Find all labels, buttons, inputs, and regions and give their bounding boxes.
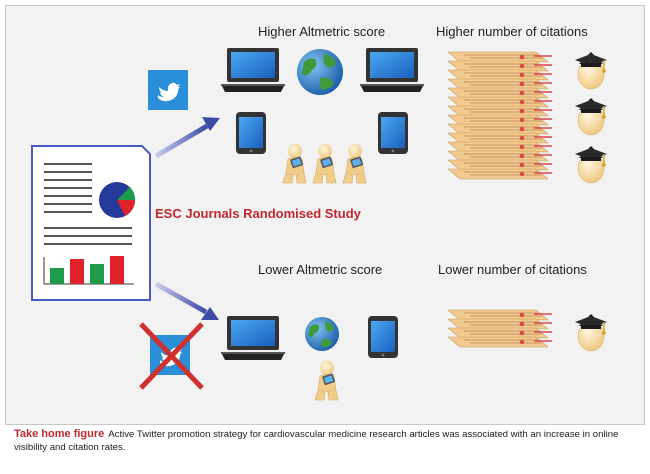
bar-graphic bbox=[43, 256, 134, 285]
globe-icon bbox=[297, 49, 343, 95]
citation-paper-stack bbox=[447, 51, 553, 180]
reading-person-icon bbox=[314, 360, 339, 401]
reading-person-icon bbox=[282, 143, 307, 184]
higher-altmetric-label: Higher Altmetric score bbox=[258, 24, 386, 39]
lower-arrow bbox=[154, 281, 219, 320]
citation-paper-stack bbox=[447, 309, 553, 348]
research-article-icon bbox=[31, 145, 151, 301]
caption-text: Active Twitter promotion strategy for ca… bbox=[14, 429, 619, 453]
tablet-icon bbox=[236, 112, 266, 154]
graduation-head-icon bbox=[574, 97, 608, 136]
pie-graphic bbox=[99, 182, 136, 218]
cross-out-icon bbox=[139, 322, 204, 390]
reading-person-icon bbox=[342, 143, 367, 184]
laptop-icon bbox=[360, 48, 424, 92]
graduation-head-icon bbox=[574, 145, 608, 184]
tablet-icon bbox=[378, 112, 408, 154]
upper-arrow bbox=[154, 117, 220, 159]
caption-heading: Take home figure bbox=[14, 428, 105, 440]
laptop-icon bbox=[221, 316, 285, 360]
reading-person-icon bbox=[312, 143, 337, 184]
tablet-icon bbox=[368, 316, 398, 358]
laptop-icon bbox=[221, 48, 285, 92]
study-title: ESC Journals Randomised Study bbox=[155, 206, 361, 221]
higher-citations-label: Higher number of citations bbox=[436, 24, 588, 39]
graduation-head-icon bbox=[574, 313, 608, 352]
globe-icon bbox=[305, 317, 339, 351]
twitter-bird-icon bbox=[148, 70, 188, 110]
graduation-head-icon bbox=[574, 51, 608, 90]
lower-citations-label: Lower number of citations bbox=[438, 262, 587, 277]
lower-altmetric-label: Lower Altmetric score bbox=[258, 262, 383, 277]
